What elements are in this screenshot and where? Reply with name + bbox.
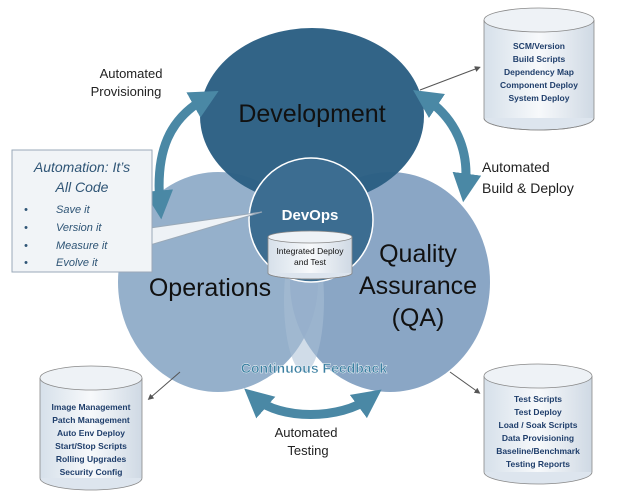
qa-db-item: Test Deploy [514, 407, 562, 417]
integrated-deploy-cylinder [267, 230, 353, 280]
qa-db-connector [449, 371, 481, 394]
testing-arrow [244, 388, 382, 419]
callout-title-line-1: Automation: It’s [33, 159, 130, 175]
qa-label-line-1: Quality [379, 240, 457, 268]
provisioning-arrow [144, 91, 219, 220]
development-circle [200, 28, 424, 204]
integrated-label-line-2: and Test [294, 257, 327, 267]
qa-db-cylinder [483, 363, 593, 485]
qa-label-line-3: (QA) [392, 304, 445, 332]
qa-label-line-2: Assurance [359, 272, 477, 300]
ops-db-item: Auto Env Deploy [57, 428, 125, 438]
bullet-dot: • [24, 222, 28, 234]
ops-db-item: Start/Stop Scripts [55, 441, 127, 451]
testing-label-line-2: Testing [287, 443, 328, 458]
qa-db-item: Baseline/Benchmark [496, 446, 580, 456]
operations-label: Operations [149, 274, 271, 302]
automation-callout [11, 149, 263, 273]
testing-label-line-1: Automated [275, 425, 338, 440]
bullet-measure: Measure it [56, 240, 108, 252]
dev-db-cylinder [483, 7, 595, 131]
build-deploy-label-line-1: Automated [482, 159, 550, 175]
qa-db-item: Testing Reports [506, 459, 570, 469]
qa-db-item: Load / Soak Scripts [499, 420, 578, 430]
bullet-dot: • [24, 204, 28, 216]
ops-db-connector [147, 371, 181, 400]
dev-db-connector [419, 66, 481, 91]
ops-db-text: Image Management Patch Management Auto E… [52, 402, 131, 477]
dev-db-item: Component Deploy [500, 80, 578, 90]
ops-db-item: Security Config [60, 467, 123, 477]
bullet-evolve: Evolve it [56, 257, 99, 269]
dev-db-item: SCM/Version [513, 41, 565, 51]
ops-db-item: Rolling Upgrades [56, 454, 127, 464]
build-deploy-label-line-2: Build & Deploy [482, 180, 574, 196]
qa-db-text: Test Scripts Test Deploy Load / Soak Scr… [496, 394, 580, 469]
callout-bullets: • Save it • Version it • Measure it • Ev… [24, 204, 108, 269]
callout-title-line-2: All Code [55, 179, 109, 195]
bullet-dot: • [24, 240, 28, 252]
qa-db-item: Test Scripts [514, 394, 562, 404]
ops-db-cylinder [39, 365, 143, 491]
ops-db-item: Image Management [52, 402, 131, 412]
ops-db-item: Patch Management [52, 415, 130, 425]
provisioning-label-line-1: Automated [100, 66, 163, 81]
bullet-dot: • [24, 257, 28, 269]
qa-db-item: Data Provisioning [502, 433, 574, 443]
bullet-save: Save it [56, 204, 91, 216]
provisioning-label-line-2: Provisioning [91, 84, 162, 99]
development-label: Development [238, 100, 385, 128]
dev-db-text: SCM/Version Build Scripts Dependency Map… [500, 41, 578, 103]
integrated-label-line-1: Integrated Deploy [276, 246, 344, 256]
dev-db-item: Dependency Map [504, 67, 574, 77]
continuous-feedback-label: Continuous Feedback [241, 360, 387, 376]
bullet-version: Version it [56, 222, 102, 234]
dev-db-item: System Deploy [509, 93, 570, 103]
dev-db-item: Build Scripts [513, 54, 566, 64]
devops-label: DevOps [282, 207, 339, 224]
build-deploy-arrow [413, 90, 482, 203]
